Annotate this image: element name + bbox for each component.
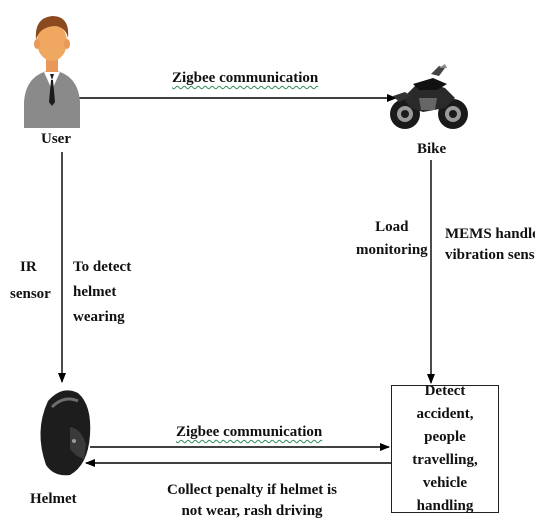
box-line-1: Detect accident, [416,383,474,422]
edge-label-detect-helmet: To detect helmet wearing [73,259,131,326]
edge-label-mems: MEMS handle , vibration sensor [445,226,535,264]
mems-line-2: vibration sensor [445,247,535,263]
penalty-line-2: not wear, rash driving [181,503,323,519]
edge-label-ir-sensor: IR sensor [10,259,51,303]
edge-label-helmet-box: Zigbee communication [176,424,323,440]
ir-line-2: sensor [10,286,51,302]
box-line-4: vehicle handling [416,475,474,514]
detect-line-1: To detect [73,259,132,275]
box-line-3: travelling, [412,452,478,468]
edge-label-load-monitoring: Load monitoring [356,219,428,259]
edge-label-box-helmet: Collect penalty if helmet is not wear, r… [160,482,344,520]
load-line-2: monitoring [356,242,428,258]
process-box: Detect accident, people travelling, vehi… [391,383,499,514]
edge-label-user-bike: Zigbee communication [172,70,319,86]
user-person-icon [24,16,80,128]
detect-line-3: wearing [73,309,125,325]
penalty-line-1: Collect penalty if helmet is [167,482,337,498]
helmet-label: Helmet [30,491,77,507]
motorbike-icon [390,64,468,129]
mems-line-1: MEMS handle , [445,226,535,242]
box-line-2: people [424,429,466,445]
user-label: User [41,131,71,147]
detect-line-2: helmet [73,284,117,300]
bike-label: Bike [417,141,447,157]
load-line-1: Load [375,219,409,235]
helmet-icon [40,390,91,476]
ir-line-1: IR [20,259,37,275]
